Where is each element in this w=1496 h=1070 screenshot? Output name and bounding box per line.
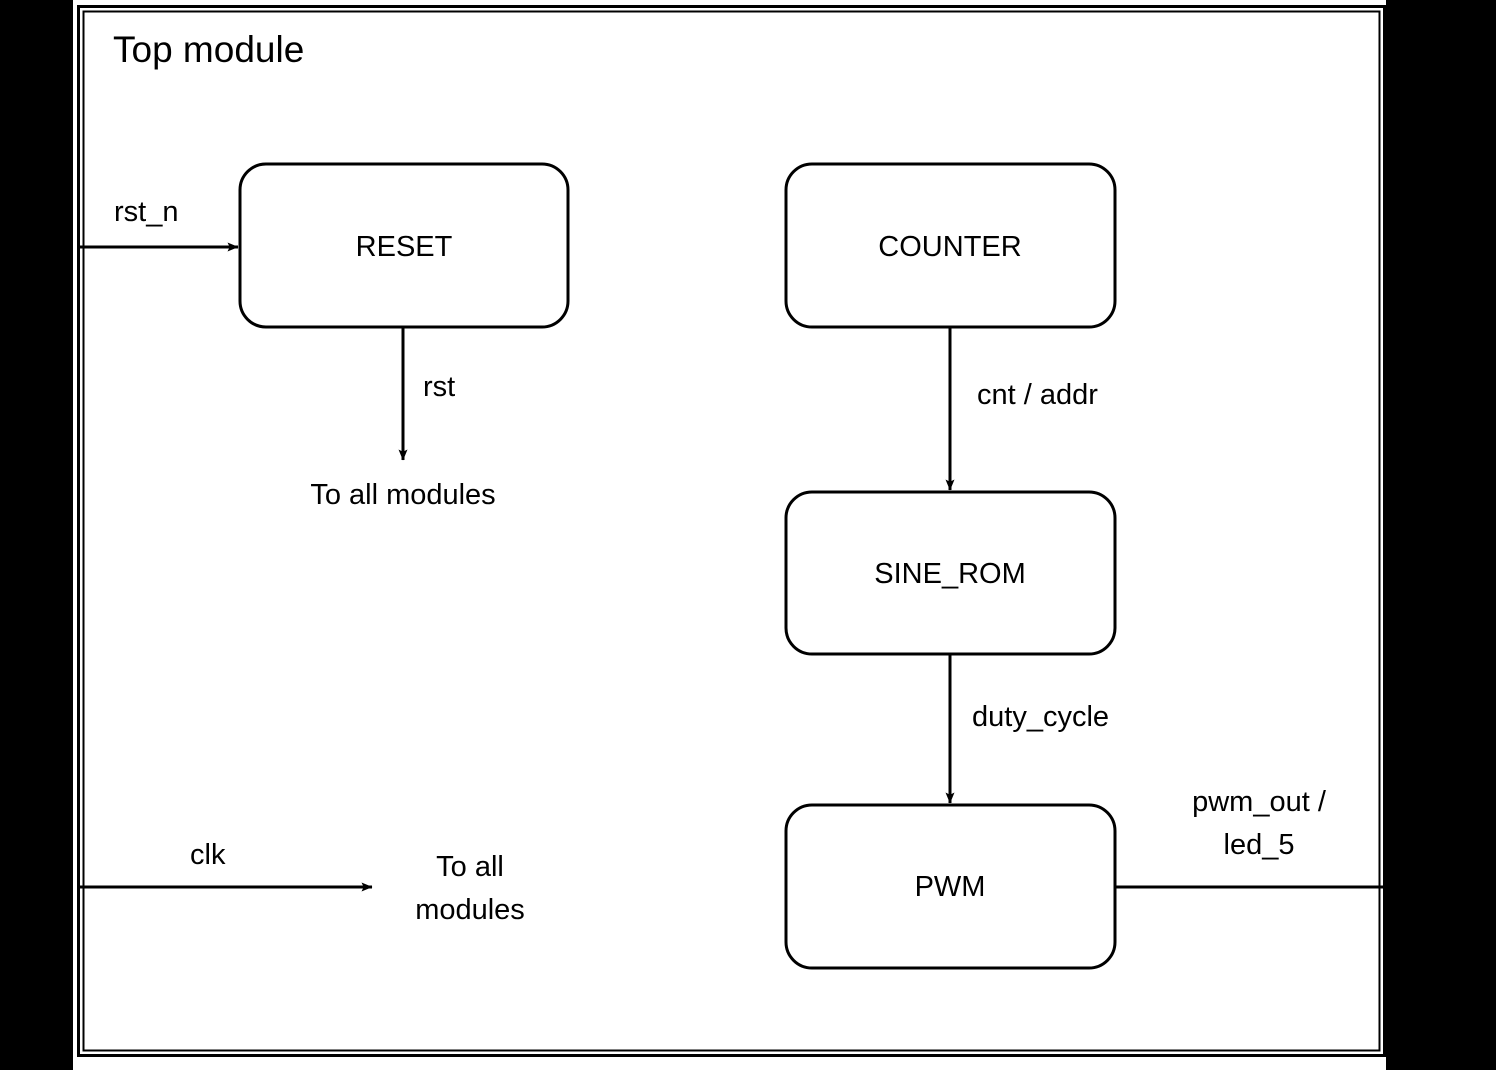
- page-title: Top module: [113, 29, 305, 70]
- note-clk-destination-line1: To all: [436, 851, 504, 883]
- note-rst-destination: To all modules: [310, 479, 496, 511]
- signal-label-cnt-addr: cnt / addr: [977, 379, 1098, 411]
- signal-label-clk: clk: [190, 839, 226, 871]
- note-clk-destination-line2: modules: [415, 894, 525, 926]
- diagram-sheet: [73, 0, 1386, 1070]
- block-reset-label: RESET: [355, 231, 453, 263]
- block-counter-label: COUNTER: [878, 231, 1022, 263]
- block-pwm-label: PWM: [914, 871, 986, 903]
- signal-label-duty-cycle: duty_cycle: [972, 701, 1110, 733]
- signal-label-pwm-out-line2: led_5: [1223, 829, 1295, 861]
- signal-label-pwm-out-line1: pwm_out /: [1192, 786, 1326, 818]
- signal-label-rst: rst: [423, 371, 456, 403]
- block-sine-rom-label: SINE_ROM: [874, 558, 1026, 590]
- signal-label-rst-n: rst_n: [114, 196, 179, 228]
